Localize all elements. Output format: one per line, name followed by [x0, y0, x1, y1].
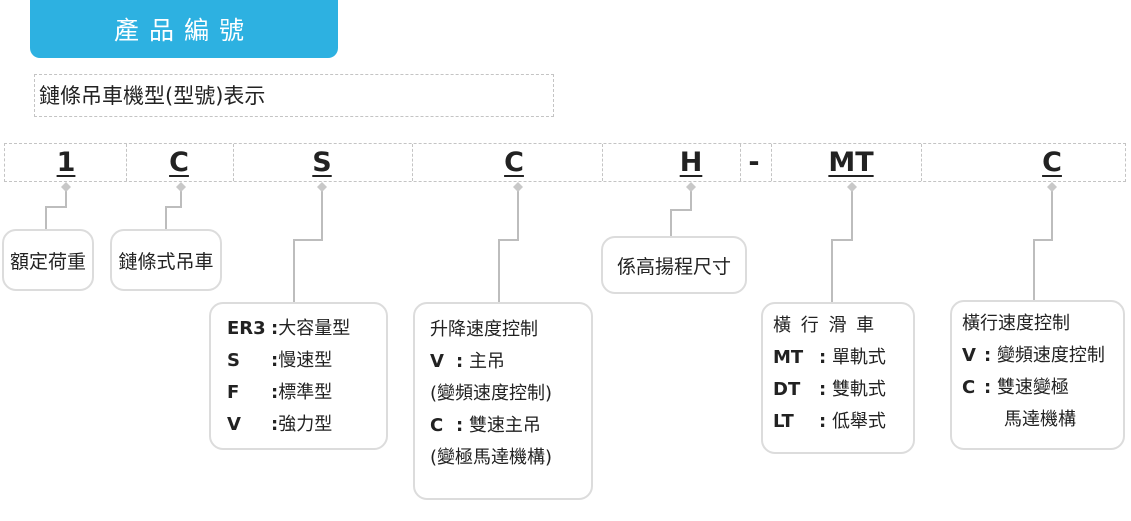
lift-speed-row-c: C: 雙速主吊	[430, 410, 591, 442]
type-row: F:標準型	[227, 377, 386, 409]
traverse-speed-row-c: C: 雙速變極	[962, 372, 1123, 404]
type-row: V:強力型	[227, 409, 386, 441]
code-divider	[602, 144, 603, 181]
traverse-speed-title: 橫行速度控制	[962, 313, 1070, 334]
code-divider	[233, 144, 234, 181]
trolley-row: DT: 雙軌式	[773, 374, 913, 406]
code-char-type: S	[312, 147, 332, 178]
lift-speed-key-c: C	[430, 415, 444, 436]
type-key: F	[227, 382, 240, 403]
trolley-row: MT: 單軌式	[773, 342, 913, 374]
rated-load-box: 額定荷重	[2, 229, 94, 291]
trolley-key: MT	[773, 347, 804, 368]
code-char-capacity: 1	[56, 147, 76, 178]
code-divider	[771, 144, 772, 181]
traverse-speed-value-c2: 馬達機構	[1004, 409, 1076, 430]
lift-speed-note-c: (變極馬達機構)	[430, 447, 553, 468]
type-value: 大容量型	[278, 318, 351, 339]
trolley-key: LT	[773, 411, 794, 432]
traverse-speed-value-c: 雙速變極	[996, 377, 1069, 398]
lift-speed-row-v: V: 主吊	[430, 346, 591, 378]
lift-speed-note-v: (變頻速度控制)	[430, 383, 553, 404]
lift-speed-value-c: 雙速主吊	[468, 415, 541, 436]
type-key: S	[227, 350, 240, 371]
code-divider	[126, 144, 127, 181]
trolley-box: 橫 行 滑 車 MT: 單軌式 DT: 雙軌式 LT: 低舉式	[761, 302, 915, 454]
lift-speed-box: 升降速度控制 V: 主吊 (變頻速度控制) C: 雙速主吊 (變極馬達機構)	[413, 302, 593, 500]
code-char-lift-speed: C	[504, 147, 524, 178]
section-title: 產品編號	[30, 0, 338, 58]
code-divider	[412, 144, 413, 181]
traverse-speed-row-v: V: 變頻速度控制	[962, 340, 1123, 372]
code-divider	[921, 144, 922, 181]
type-key: V	[227, 414, 241, 435]
type-box: ER3:大容量型 S:慢速型 F:標準型 V:強力型	[209, 302, 388, 450]
trolley-value: 單軌式	[831, 347, 886, 368]
trolley-row: LT: 低舉式	[773, 406, 913, 438]
model-caption: 鏈條吊車機型(型號)表示	[34, 74, 554, 117]
trolley-value: 雙軌式	[831, 379, 886, 400]
type-value: 強力型	[278, 414, 333, 435]
custom-size-box: 係高揚程尺寸	[601, 236, 747, 294]
code-divider	[740, 144, 741, 181]
type-key: ER3	[227, 318, 266, 339]
traverse-speed-key-c: C	[962, 377, 976, 398]
type-value: 標準型	[278, 382, 333, 403]
code-char-chain: C	[169, 147, 189, 178]
lift-speed-value-v: 主吊	[468, 351, 505, 372]
traverse-speed-value-v: 變頻速度控制	[996, 345, 1105, 366]
type-value: 慢速型	[278, 350, 333, 371]
chain-hoist-box: 鏈條式吊車	[110, 229, 222, 291]
trolley-title: 橫 行 滑 車	[773, 315, 877, 336]
code-char-traverse-speed: C	[1042, 147, 1062, 178]
model-code-row	[4, 143, 1126, 182]
code-char-height: H	[679, 147, 703, 178]
code-char-trolley: MT	[828, 147, 874, 178]
type-row: S:慢速型	[227, 345, 386, 377]
traverse-speed-key-v: V	[962, 345, 976, 366]
trolley-key: DT	[773, 379, 801, 400]
lift-speed-title: 升降速度控制	[430, 319, 538, 340]
lift-speed-key-v: V	[430, 351, 444, 372]
traverse-speed-box: 橫行速度控制 V: 變頻速度控制 C: 雙速變極 馬達機構	[950, 300, 1125, 450]
trolley-value: 低舉式	[831, 411, 886, 432]
code-char-dash: -	[748, 147, 760, 178]
type-row: ER3:大容量型	[227, 313, 386, 345]
